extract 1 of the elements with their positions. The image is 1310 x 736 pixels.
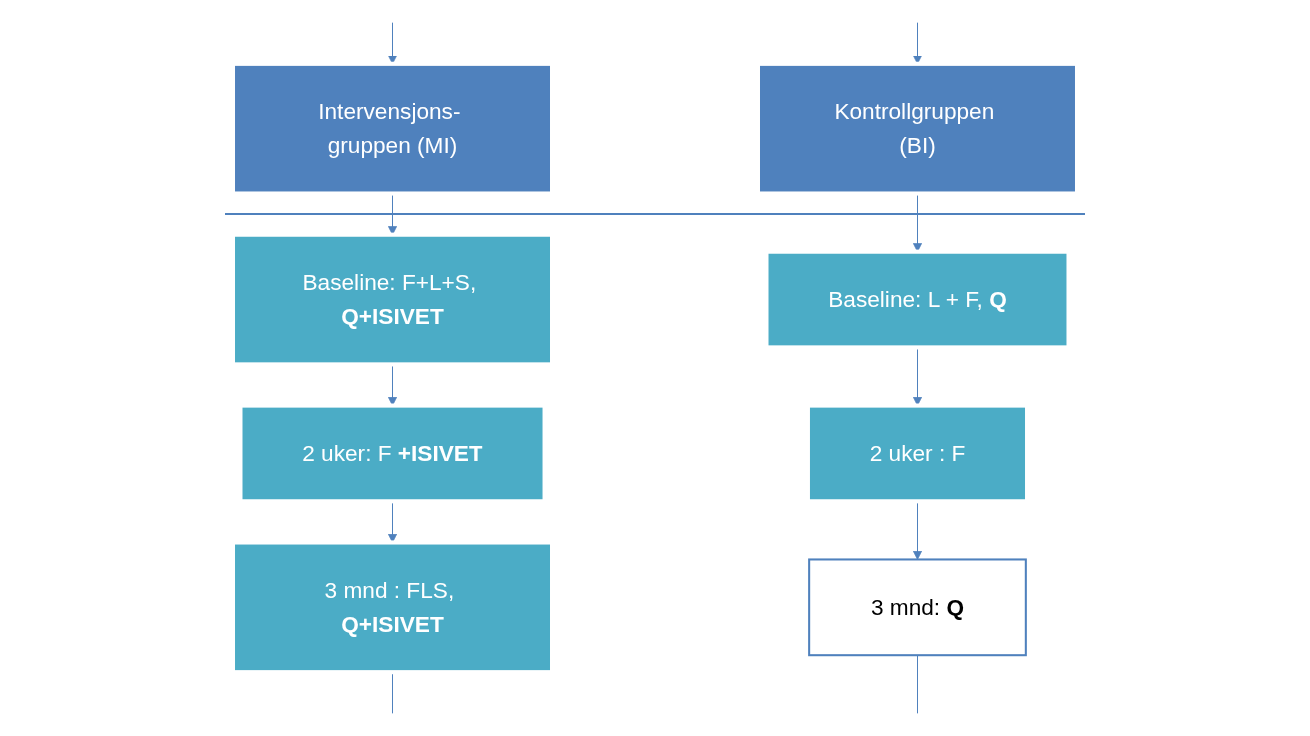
process-box: 3 mnd: Q [808, 558, 1027, 657]
